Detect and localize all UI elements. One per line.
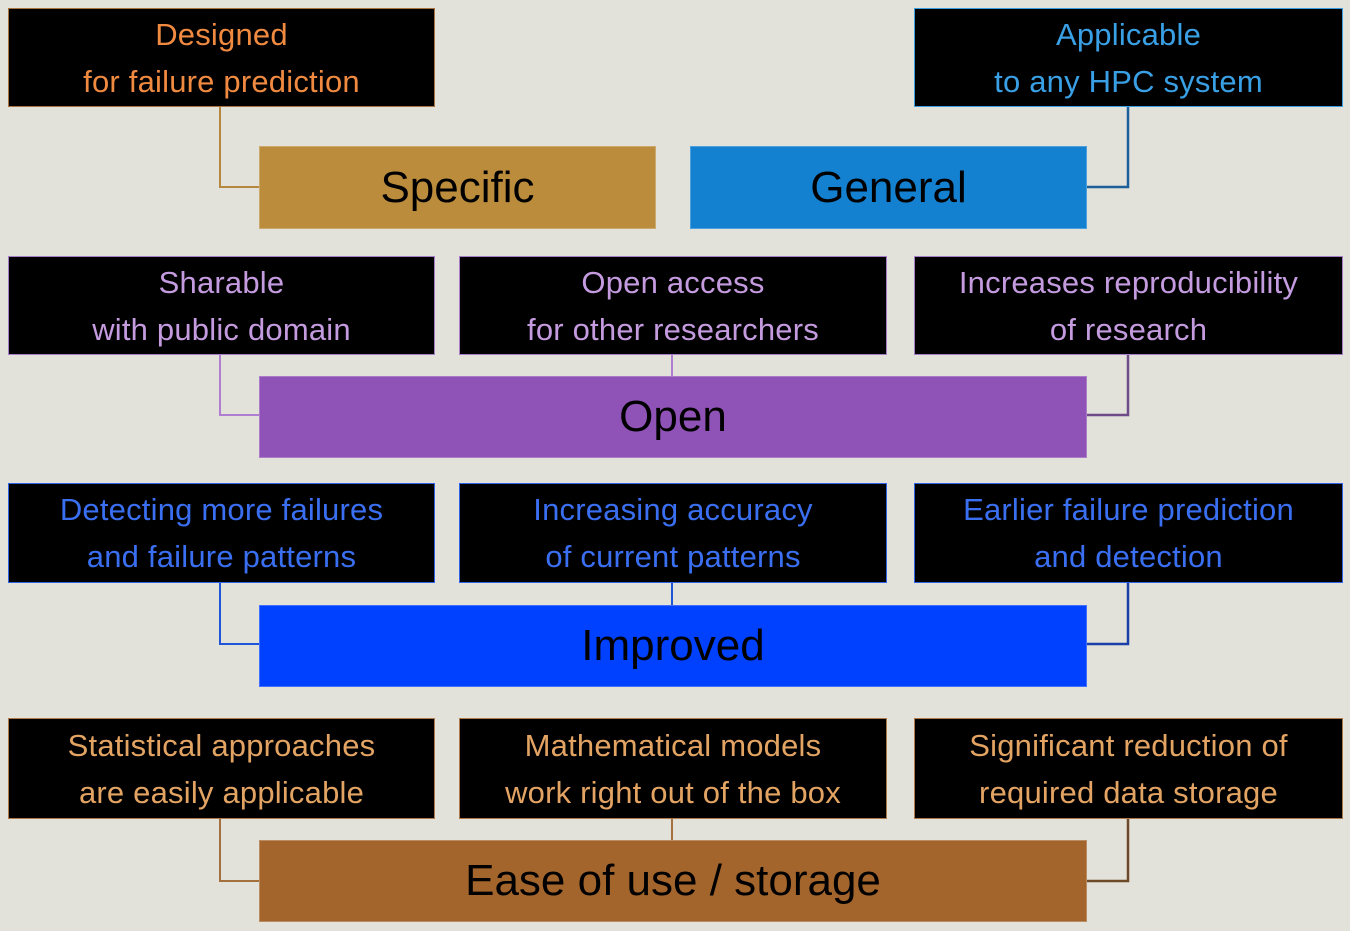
- benefit-text-line: are easily applicable: [78, 774, 365, 810]
- connector-applicable-general: [1087, 107, 1130, 189]
- connector-detecting-improved: [219, 583, 259, 645]
- benefit-box-earlier: Earlier failure prediction and detection: [914, 483, 1343, 583]
- connector-earlier-improved: [1087, 583, 1130, 646]
- benefit-text-line: and detection: [1034, 539, 1223, 574]
- connector-storage-ease: [1087, 819, 1130, 883]
- benefit-text-line: Sharable: [158, 264, 285, 300]
- benefit-text-line: with public domain: [92, 311, 351, 347]
- category-label: Improved: [581, 621, 765, 670]
- benefit-text-line: to any HPC system: [994, 63, 1263, 99]
- connector-statistical-ease: [219, 819, 259, 882]
- benefit-text-line: Earlier failure prediction: [963, 492, 1294, 527]
- category-bar-general: General: [690, 146, 1087, 229]
- benefit-text-line: for failure prediction: [83, 63, 360, 99]
- benefit-box-sharable: Sharable with public domain: [8, 256, 435, 355]
- benefit-box-detecting: Detecting more failures and failure patt…: [8, 483, 435, 583]
- benefit-box-reproducibility: Increases reproducibility of research: [914, 256, 1343, 355]
- benefit-text-line: of current patterns: [545, 539, 801, 574]
- benefit-text-line: for other researchers: [527, 311, 819, 347]
- category-bar-ease-of-use: Ease of use / storage: [259, 840, 1087, 922]
- benefit-text-line: and failure patterns: [86, 539, 357, 574]
- benefit-box-mathematical: Mathematical models work right out of th…: [459, 718, 887, 819]
- benefit-text-line: Increasing accuracy: [533, 492, 813, 527]
- benefit-text-line: required data storage: [979, 774, 1278, 810]
- benefit-box-designed: Designed for failure prediction: [8, 8, 435, 107]
- category-bar-improved: Improved: [259, 605, 1087, 687]
- benefit-text-line: Increases reproducibility: [958, 264, 1299, 300]
- benefit-text-line: Mathematical models: [524, 727, 822, 763]
- connector-sharable-open: [219, 355, 259, 416]
- category-label: General: [810, 162, 967, 212]
- benefit-text-line: Applicable: [1055, 16, 1202, 52]
- benefit-text-line: Statistical approaches: [67, 727, 376, 763]
- benefit-text-line: work right out of the box: [505, 774, 841, 810]
- benefit-box-storage: Significant reduction of required data s…: [914, 718, 1343, 819]
- benefit-box-open-access: Open access for other researchers: [459, 256, 887, 355]
- benefit-text-line: Open access: [581, 264, 765, 300]
- category-label: Ease of use / storage: [465, 856, 881, 905]
- connector-reproducibility-open: [1087, 355, 1130, 417]
- category-label: Open: [619, 392, 727, 441]
- benefit-text-line: Designed: [155, 16, 288, 52]
- benefit-text-line: Detecting more failures: [59, 492, 384, 527]
- category-bar-open: Open: [259, 376, 1087, 458]
- benefit-text-line: Significant reduction of: [969, 727, 1288, 763]
- category-bar-specific: Specific: [259, 146, 656, 229]
- benefit-box-statistical: Statistical approaches are easily applic…: [8, 718, 435, 819]
- benefit-text-line: of research: [1049, 311, 1208, 347]
- benefit-box-accuracy: Increasing accuracy of current patterns: [459, 483, 887, 583]
- benefit-box-applicable: Applicable to any HPC system: [914, 8, 1343, 107]
- category-label: Specific: [380, 162, 535, 212]
- connector-designed-specific: [219, 107, 259, 188]
